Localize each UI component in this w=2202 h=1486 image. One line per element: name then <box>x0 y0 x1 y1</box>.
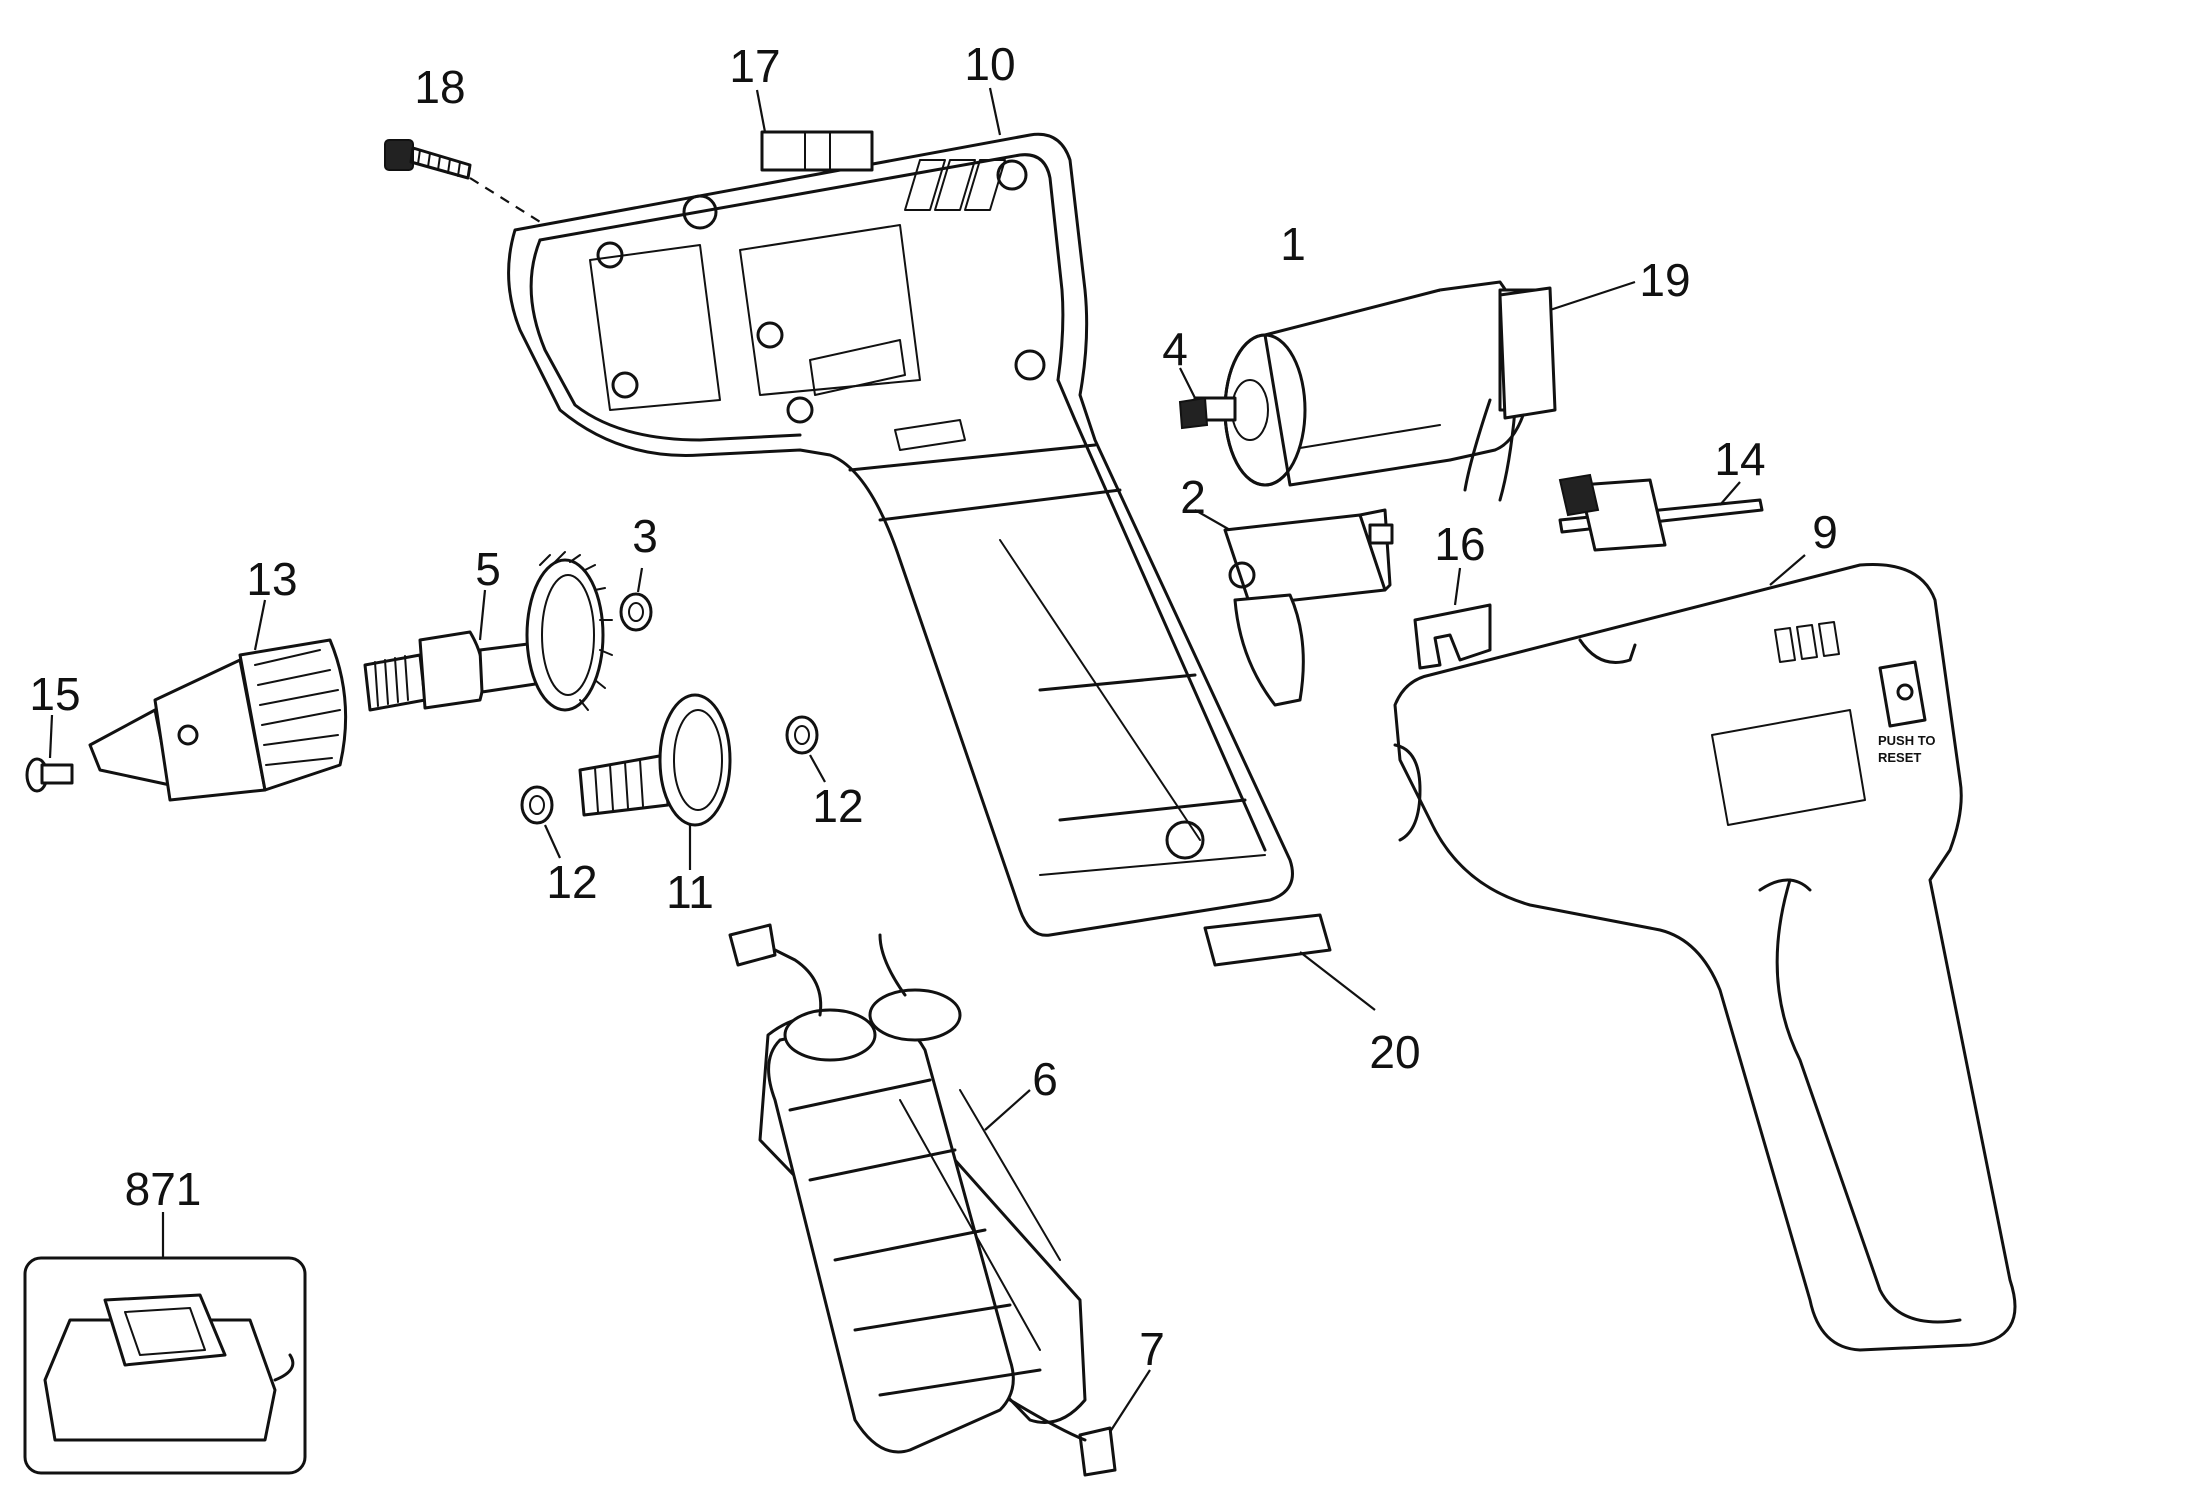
part-6-battery-pack <box>728 923 1087 1454</box>
part-7-terminal <box>1008 1369 1151 1477</box>
label-part-20: 20 <box>1369 1026 1420 1078</box>
label-part-9: 9 <box>1812 506 1838 558</box>
part-10-housing-left <box>507 130 1294 937</box>
part-13-chuck <box>88 599 348 802</box>
part-20-nameplate <box>1203 913 1376 1011</box>
part-2-switch <box>1194 508 1394 707</box>
part-17-slide-switch <box>760 130 874 172</box>
part-15-screw <box>25 714 74 793</box>
part-14-chuck-key <box>1558 473 1764 552</box>
push-to-reset-line2: RESET <box>1878 750 1921 765</box>
label-part-5: 5 <box>475 543 501 595</box>
part-871-charger-inset <box>23 1212 307 1475</box>
part-18-screw <box>384 139 546 226</box>
push-to-reset-line1: PUSH TO <box>1878 733 1936 748</box>
inset-frame <box>23 1256 307 1475</box>
part-12-bearing-left <box>520 785 562 859</box>
part-4-pinion <box>1178 367 1209 430</box>
label-part-3: 3 <box>632 510 658 562</box>
label-part-15: 15 <box>29 668 80 720</box>
part-3-bearing <box>619 567 653 632</box>
part-1-motor <box>1193 280 1547 502</box>
part-5-spindle-gear <box>363 551 613 712</box>
label-part-11: 11 <box>666 866 714 918</box>
label-part-2: 2 <box>1180 471 1206 523</box>
label-part-19: 19 <box>1639 254 1690 306</box>
part-11-intermediate-gear <box>578 693 732 870</box>
label-part-10: 10 <box>964 38 1015 90</box>
part-9-housing-right: PUSH TO RESET <box>1393 562 2017 1352</box>
part-12-bearing-right <box>785 715 826 783</box>
label-part-4: 4 <box>1162 323 1188 375</box>
label-part-871: 871 <box>125 1163 202 1215</box>
label-part-12-left: 12 <box>546 856 597 908</box>
label-part-17: 17 <box>729 40 780 92</box>
label-part-14: 14 <box>1714 433 1765 485</box>
part-16-clip <box>1413 603 1492 670</box>
label-part-13: 13 <box>246 553 297 605</box>
label-part-16: 16 <box>1434 518 1485 570</box>
part-labels: 1 2 3 4 5 6 7 9 10 11 12 12 13 14 15 16 … <box>29 38 1837 1375</box>
part-19-brush-card <box>1498 280 1636 420</box>
label-part-6: 6 <box>1032 1053 1058 1105</box>
label-part-18: 18 <box>414 61 465 113</box>
label-part-1: 1 <box>1280 218 1306 270</box>
label-part-12-right: 12 <box>812 780 863 832</box>
label-part-7: 7 <box>1139 1323 1165 1375</box>
leader-lines <box>755 87 1806 606</box>
